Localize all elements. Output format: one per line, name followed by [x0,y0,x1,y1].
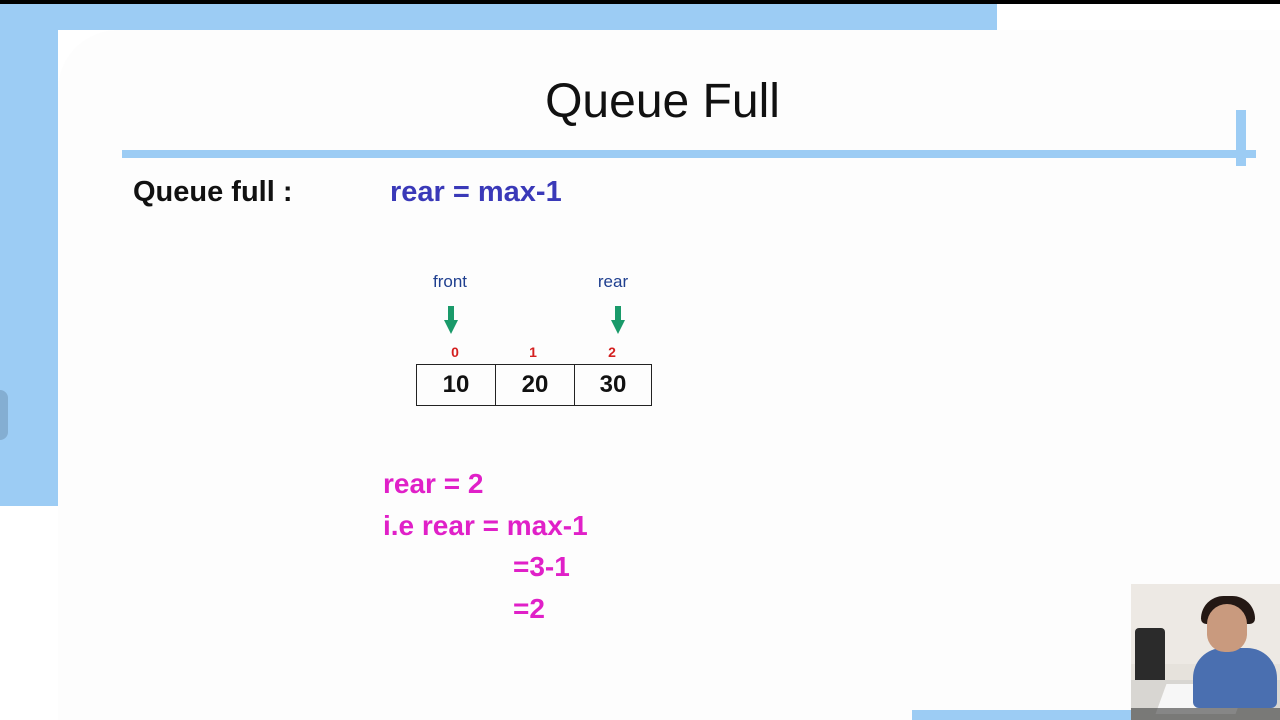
title-rule [122,150,1242,158]
queue-index-1: 1 [529,344,537,360]
slide-panel [58,30,1280,720]
title-rule-foot [1232,150,1256,158]
rear-pointer-label: rear [597,272,629,291]
queue-index-0: 0 [451,344,459,360]
presenter-webcam-overlay [1131,584,1280,720]
queue-cell-2: 30 [574,365,651,405]
front-pointer-label: front [432,272,468,291]
calc-line-substitution: =3-1 [513,551,570,582]
top-border [0,0,1280,4]
queue-cell-0: 10 [442,371,470,398]
left-edge-notch [0,390,8,440]
condition-label: Queue full : [133,176,293,208]
rear-down-arrow-icon [611,306,625,334]
title-rule-end-cap [1236,110,1246,166]
webcam-foreground [1131,708,1280,720]
slide-bottom-strip [912,710,1132,720]
queue-index-2: 2 [608,344,616,360]
condition-expression: rear = max-1 [390,176,562,208]
calc-line-rear-value: rear = 2 [383,468,484,499]
slide-title: Queue Full [545,75,780,128]
calc-line-result: =2 [513,593,545,624]
presenter-body [1193,648,1277,708]
calc-line-formula: i.e rear = max-1 [383,510,588,541]
queue-array: 10 20 30 [416,364,652,406]
slide-top-band [0,4,997,30]
presenter-face [1207,604,1247,652]
queue-cell-1: 20 [495,365,574,405]
webcam-chair [1135,628,1165,684]
front-down-arrow-icon [444,306,458,334]
slide-left-band [0,4,58,506]
